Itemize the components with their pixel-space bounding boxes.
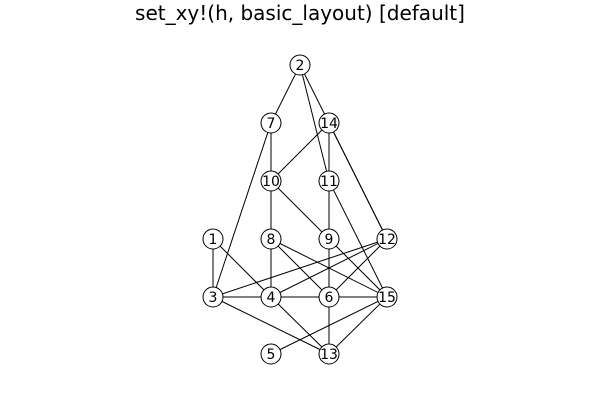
node-circle (318, 228, 340, 250)
node-2: 2 (289, 54, 311, 76)
edge-2-7 (270, 64, 301, 124)
node-5: 5 (260, 343, 282, 365)
node-label: 2 (296, 58, 305, 74)
node-circle (318, 112, 340, 134)
node-15: 15 (376, 286, 398, 308)
edge-14-12 (328, 122, 388, 240)
node-circle (260, 170, 282, 192)
node-label: 7 (267, 116, 276, 132)
edge-8-15 (270, 238, 388, 298)
node-circle (260, 112, 282, 134)
node-circle (260, 286, 282, 308)
edge-1-4 (212, 238, 272, 298)
edge-3-13 (212, 296, 330, 355)
node-circle (260, 343, 282, 365)
node-circle (318, 170, 340, 192)
node-6: 6 (318, 286, 340, 308)
node-circle (289, 54, 311, 76)
edge-12-6 (328, 238, 388, 298)
node-label: 13 (320, 347, 338, 363)
node-circle (260, 228, 282, 250)
node-label: 15 (378, 290, 396, 306)
node-label: 14 (320, 116, 338, 132)
edge-15-13 (328, 296, 388, 355)
node-label: 10 (262, 174, 280, 190)
edge-10-9 (270, 180, 330, 240)
node-7: 7 (260, 112, 282, 134)
node-13: 13 (318, 343, 340, 365)
node-circle (202, 228, 224, 250)
node-label: 9 (325, 232, 334, 248)
node-label: 4 (267, 290, 276, 306)
node-label: 1 (209, 232, 218, 248)
node-label: 8 (267, 232, 276, 248)
node-label: 3 (209, 290, 218, 306)
edge-2-11 (299, 64, 330, 182)
node-4: 4 (260, 286, 282, 308)
edge-11-15 (328, 180, 388, 298)
node-label: 6 (325, 290, 334, 306)
edge-15-5 (270, 296, 388, 355)
node-circle (202, 286, 224, 308)
node-1: 1 (202, 228, 224, 250)
node-14: 14 (318, 112, 340, 134)
node-label: 12 (378, 232, 396, 248)
node-label: 11 (320, 174, 338, 190)
node-11: 11 (318, 170, 340, 192)
edges-layer (212, 64, 388, 355)
node-10: 10 (260, 170, 282, 192)
node-label: 5 (267, 347, 276, 363)
node-12: 12 (376, 228, 398, 250)
edge-8-6 (270, 238, 330, 298)
node-3: 3 (202, 286, 224, 308)
edge-14-10 (270, 122, 330, 182)
node-circle (318, 343, 340, 365)
node-9: 9 (318, 228, 340, 250)
edge-7-3 (212, 122, 272, 298)
node-circle (318, 286, 340, 308)
plot-title: set_xy!(h, basic_layout) [default] (135, 1, 465, 25)
edge-4-13 (270, 296, 330, 355)
node-circle (376, 286, 398, 308)
node-circle (376, 228, 398, 250)
node-8: 8 (260, 228, 282, 250)
